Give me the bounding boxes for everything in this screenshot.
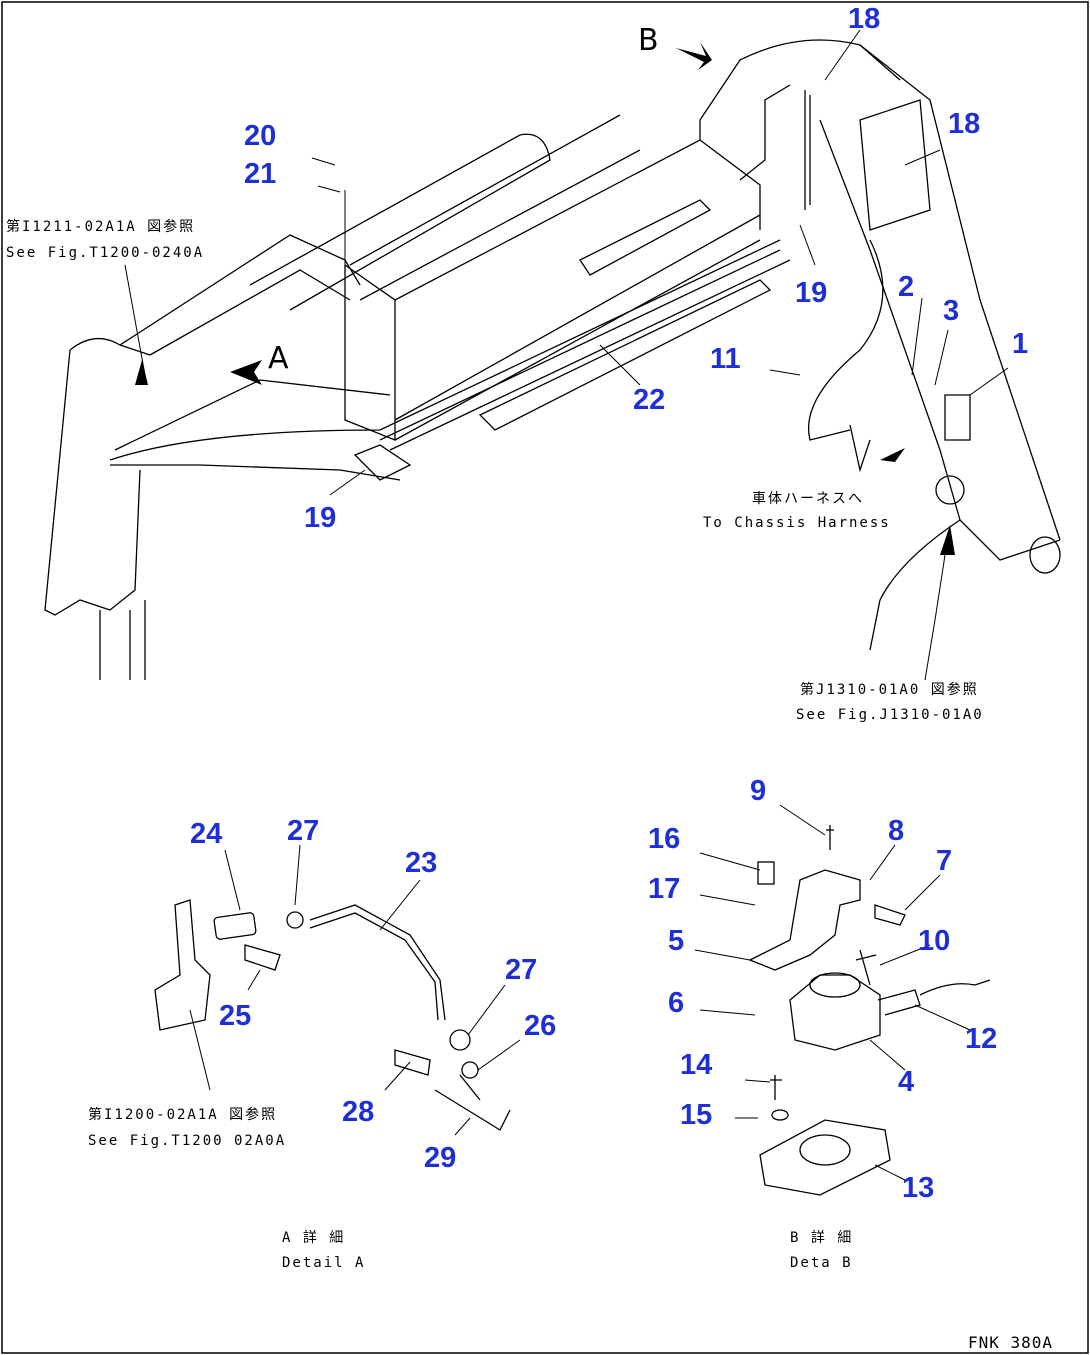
view-b-arrow xyxy=(676,42,712,70)
ref-note-right-en: See Fig.J1310-01A0 xyxy=(796,707,984,723)
callout-13: 13 xyxy=(902,1172,934,1204)
callout-25: 25 xyxy=(219,1000,251,1032)
callout-14: 14 xyxy=(680,1049,712,1081)
callout-26: 26 xyxy=(524,1010,556,1042)
drawing-code: FNK 380A xyxy=(968,1333,1053,1352)
callout-12: 12 xyxy=(965,1023,997,1055)
detail-b-title-jp: B 詳 細 xyxy=(790,1230,853,1246)
callout-16: 16 xyxy=(648,823,680,855)
callout-1: 1 xyxy=(1012,328,1028,360)
callout-6: 6 xyxy=(668,987,684,1019)
callout-29: 29 xyxy=(424,1142,456,1174)
callout-27a: 27 xyxy=(287,815,319,847)
callout-numbers: 18 18 20 21 19 2 3 1 11 22 19 9 8 16 7 1… xyxy=(190,3,1028,1204)
detail-b-drawing xyxy=(748,825,991,1196)
view-b-letter: B xyxy=(638,23,659,58)
detail-a-title-jp: A 詳 細 xyxy=(282,1230,345,1246)
callout-27b: 27 xyxy=(505,954,537,986)
callout-15: 15 xyxy=(680,1099,712,1131)
view-a-arrow xyxy=(230,360,262,385)
view-a-letter: A xyxy=(268,341,289,376)
callout-21: 21 xyxy=(244,158,276,190)
detail-a-title-en: Detail A xyxy=(282,1255,365,1271)
callout-4: 4 xyxy=(898,1066,914,1098)
ref-note-top-left-jp: 第I1211-02A1A 図参照 xyxy=(6,218,195,235)
callout-5: 5 xyxy=(668,925,684,957)
callout-24: 24 xyxy=(190,818,222,850)
callout-20: 20 xyxy=(244,120,276,152)
callout-17: 17 xyxy=(648,873,680,905)
detail-a-drawing xyxy=(154,899,511,1131)
callout-3: 3 xyxy=(943,295,959,327)
ref-note-right-jp: 第J1310-01A0 図参照 xyxy=(800,681,979,698)
callout-19b: 19 xyxy=(304,502,336,534)
callout-11: 11 xyxy=(710,343,741,375)
ref-note-bottom-en: See Fig.T1200 02A0A xyxy=(88,1133,286,1149)
chassis-note-en: To Chassis Harness xyxy=(703,515,891,531)
callout-18a: 18 xyxy=(848,3,880,35)
callout-18b: 18 xyxy=(948,108,980,140)
boom-assembly-drawing xyxy=(44,39,1061,680)
callout-10: 10 xyxy=(918,925,950,957)
chassis-note-jp: 車体ハーネスへ xyxy=(752,490,864,507)
detail-b-title-en: Deta B xyxy=(790,1255,853,1271)
callout-9: 9 xyxy=(750,775,766,807)
callout-28: 28 xyxy=(342,1096,374,1128)
callout-23: 23 xyxy=(405,847,437,879)
callout-8: 8 xyxy=(888,815,904,847)
ref-note-bottom-jp: 第I1200-02A1A 図参照 xyxy=(88,1106,277,1123)
callout-7: 7 xyxy=(936,845,952,877)
callout-22: 22 xyxy=(633,384,665,416)
callout-2: 2 xyxy=(898,271,914,303)
callout-19a: 19 xyxy=(795,277,827,309)
reference-notes: 第I1211-02A1A 図参照 See Fig.T1200-0240A 車体ハ… xyxy=(6,218,984,1271)
ref-note-top-left-en: See Fig.T1200-0240A xyxy=(6,245,204,261)
leader-lines xyxy=(124,29,1009,1181)
